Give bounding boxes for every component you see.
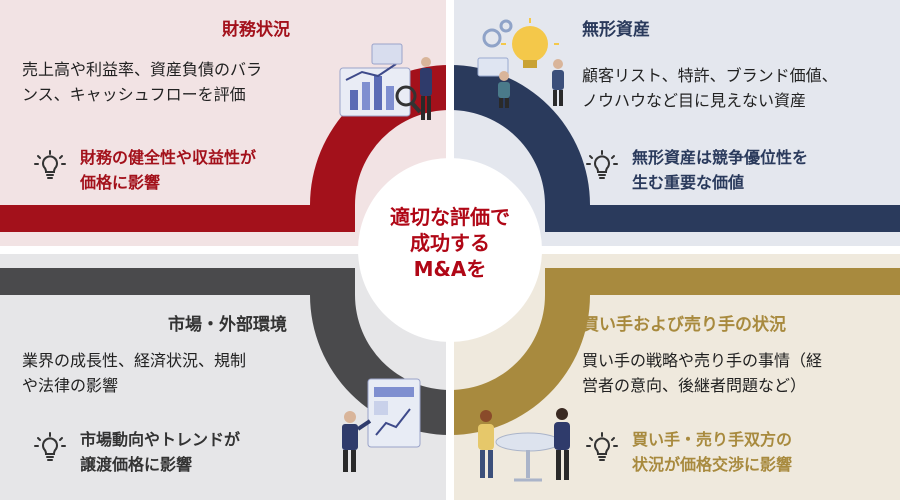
center-line-3: M&Aを [413, 257, 487, 281]
parties-title: 買い手および売り手の状況 [582, 315, 786, 335]
lightbulb-icon [34, 432, 66, 461]
intangible-title: 無形資産 [582, 20, 650, 40]
intangible-desc-line-1: 顧客リスト、特許、ブランド価値、 [582, 66, 838, 85]
lightbulb-icon [586, 150, 618, 179]
market-desc-line-2: や法律の影響 [22, 376, 119, 395]
center-line-2: 成功する [410, 231, 490, 255]
market-desc-line-1: 業界の成長性、経済状況、規制 [22, 351, 247, 370]
idea-illustration [477, 18, 564, 108]
market-tip-line-1: 市場動向やトレンドが [80, 430, 241, 449]
intangible-desc: 顧客リスト、特許、ブランド価値、 ノウハウなど目に見えない資産 [582, 63, 838, 113]
intangible-tip-line-1: 無形資産は競争優位性を [632, 148, 809, 167]
financial-band [0, 65, 450, 232]
parties-band [450, 268, 900, 435]
parties-tip-line-1: 買い手・売り手双方の [632, 430, 793, 449]
center-line-1: 適切な評価で [390, 205, 510, 229]
parties-desc-line-1: 買い手の戦略や売り手の事情（経 [582, 351, 823, 370]
financial-desc-line-1: 売上高や利益率、資産負債のバラ [22, 60, 263, 79]
parties-tip: 買い手・売り手双方の 状況が価格交渉に影響 [632, 427, 792, 477]
financial-desc-line-2: ンス、キャッシュフローを評価 [22, 85, 246, 104]
market-tip-line-2: 譲渡価格に影響 [80, 455, 193, 474]
financial-tip-line-1: 財務の健全性や収益性が [80, 148, 257, 167]
intangible-desc-line-2: ノウハウなど目に見えない資産 [582, 91, 807, 110]
financial-title: 財務状況 [222, 20, 290, 40]
center-circle [358, 158, 542, 342]
intangible-tip: 無形資産は競争優位性を 生む重要な価値 [632, 145, 808, 195]
chart-illustration [339, 43, 432, 120]
parties-tip-line-2: 状況が価格交渉に影響 [632, 455, 793, 474]
market-desc: 業界の成長性、経済状況、規制 や法律の影響 [22, 348, 246, 398]
presentation-illustration [342, 378, 421, 472]
intangible-tip-line-2: 生む重要な価値 [632, 173, 745, 192]
intangible-band [450, 65, 900, 232]
market-band [0, 268, 450, 435]
market-tip: 市場動向やトレンドが 譲渡価格に影響 [80, 427, 240, 477]
financial-desc: 売上高や利益率、資産負債のバラ ンス、キャッシュフローを評価 [22, 57, 262, 107]
financial-tip-line-2: 価格に影響 [80, 173, 161, 192]
lightbulb-icon [586, 432, 618, 461]
parties-desc: 買い手の戦略や売り手の事情（経 営者の意向、後継者問題など） [582, 348, 822, 398]
market-title: 市場・外部環境 [168, 315, 287, 335]
center-message: 適切な評価で 成功する M&Aを [372, 204, 528, 282]
meeting-illustration [478, 408, 570, 482]
lightbulb-icon [34, 150, 66, 179]
parties-desc-line-2: 営者の意向、後継者問題など） [582, 376, 807, 395]
financial-tip: 財務の健全性や収益性が 価格に影響 [80, 145, 256, 195]
